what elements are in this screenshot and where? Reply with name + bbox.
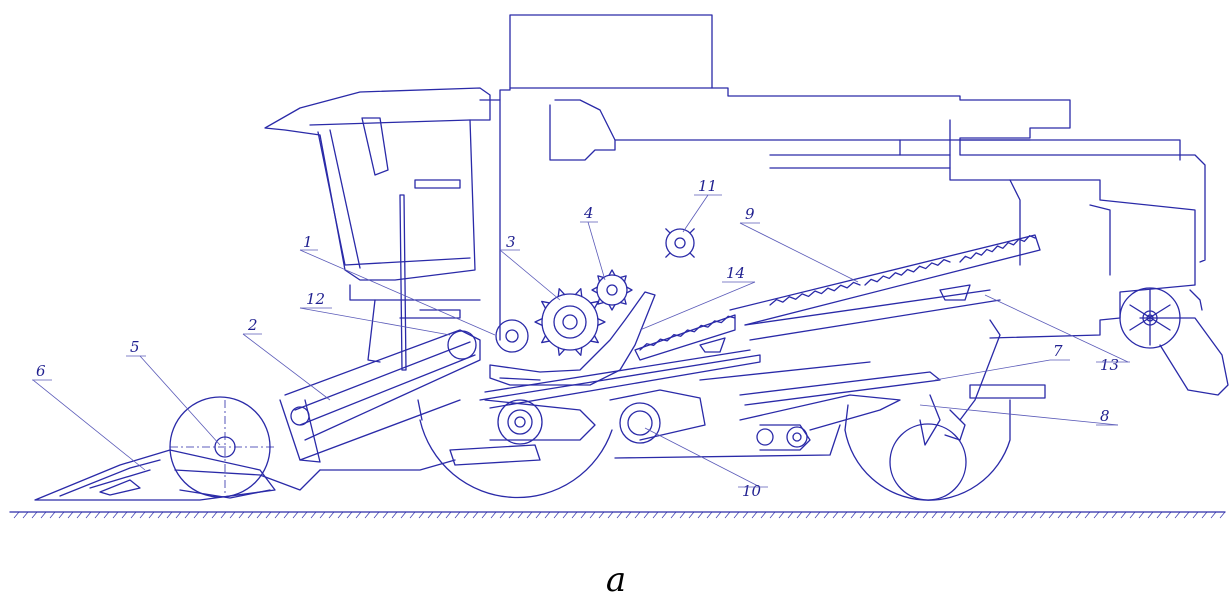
- straw-chopper: [1119, 287, 1181, 349]
- feeder-house: [279, 329, 481, 463]
- callout-4: 4: [583, 204, 594, 222]
- callout-12: 12: [306, 290, 325, 308]
- leader-lines: [32, 194, 1129, 488]
- fan: [665, 228, 695, 258]
- callout-2: 2: [247, 316, 258, 334]
- front-wheel: [417, 399, 613, 499]
- cleaning-shoe: [479, 319, 1046, 459]
- straw-walkers: [634, 234, 1041, 361]
- header: [34, 396, 321, 501]
- callout-5: 5: [130, 338, 140, 356]
- callout-1: 1: [303, 233, 313, 251]
- callout-labels: 1 2 3 4 5 6 7 8 9 10 11 12 13 14: [32, 177, 1130, 500]
- callout-14: 14: [726, 264, 745, 282]
- rear-wheel: [844, 399, 1011, 501]
- callout-9: 9: [745, 205, 755, 223]
- callout-6: 6: [36, 362, 46, 380]
- callout-13: 13: [1100, 356, 1119, 374]
- augers: [319, 399, 811, 471]
- callout-10: 10: [742, 482, 762, 500]
- machine-body: [479, 14, 1229, 396]
- threshing-unit: [489, 269, 656, 386]
- cab: [264, 87, 491, 371]
- callout-11: 11: [698, 177, 717, 195]
- callout-7: 7: [1053, 342, 1063, 360]
- callout-3: 3: [506, 233, 516, 251]
- ground: [9, 511, 1226, 519]
- callout-8: 8: [1100, 407, 1110, 425]
- figure-caption: a: [605, 560, 627, 600]
